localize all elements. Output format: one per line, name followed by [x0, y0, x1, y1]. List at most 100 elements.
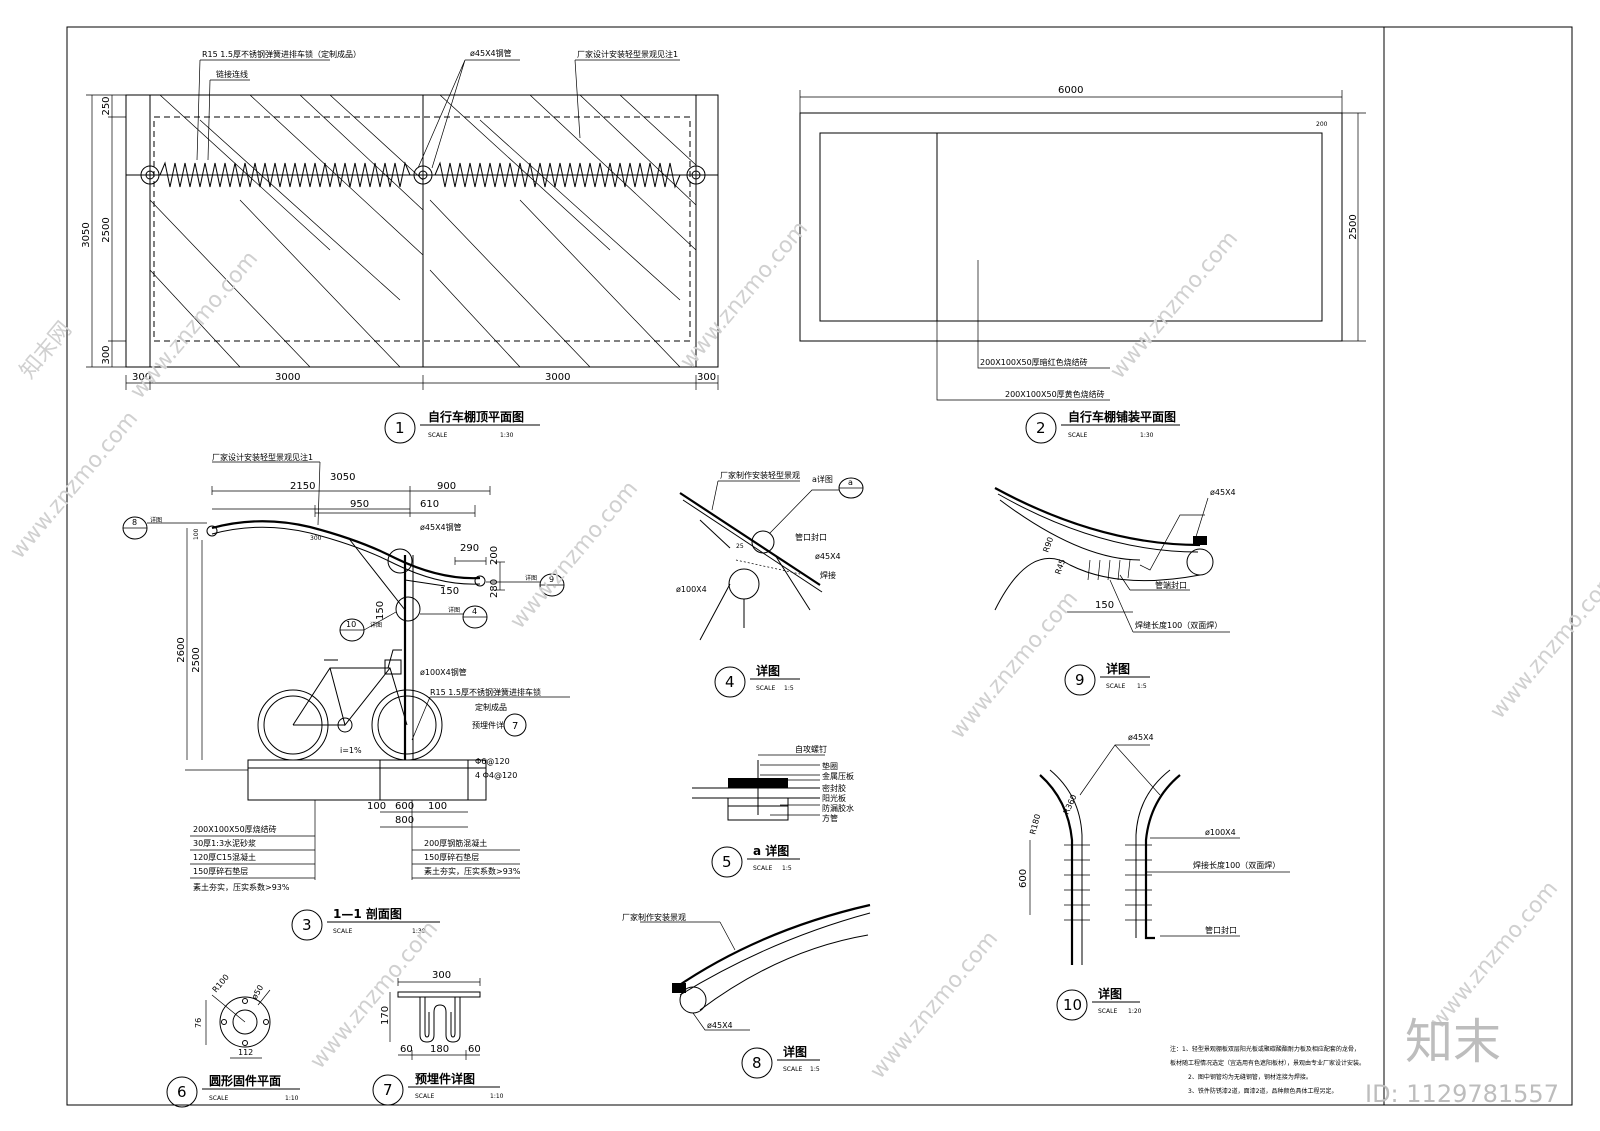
- note-line-1: 板材随工程情况选定（宜选用有色遮阳板材），景观由专业厂家设计安装。: [1170, 1059, 1365, 1067]
- v9-number: 9: [1075, 671, 1085, 689]
- v3-dim-total: 3050: [330, 472, 355, 483]
- v10-scale-label: SCALE: [1098, 1008, 1117, 1015]
- v3-callout-10: 10: [346, 620, 356, 629]
- v2-scale: 1:30: [1140, 432, 1154, 439]
- v3-dim-150a: 150: [440, 586, 459, 597]
- view-2-paving-plan: 200X100X50厚暗红色烧结砖 200X100X50厚黄色烧结砖 6000 …: [799, 85, 1366, 444]
- v2-dim-6000: 6000: [1058, 85, 1083, 96]
- v3-lock-label2: 定制成品: [475, 702, 507, 712]
- v8-title: 详图: [783, 1044, 807, 1059]
- v2-number: 2: [1036, 419, 1046, 437]
- v3-dim-900: 900: [437, 481, 456, 492]
- v7-title: 预埋件详图: [415, 1071, 475, 1086]
- v9-title: 详图: [1106, 661, 1130, 676]
- v3-layer-left-4: 素土夯实，压实系数>93%: [193, 882, 290, 892]
- v3-pipe100-label: ø100X4钢管: [420, 667, 467, 677]
- v7-scale-label: SCALE: [415, 1093, 434, 1100]
- v3-dim-300: 300: [310, 535, 322, 542]
- v3-dim-290: 290: [460, 543, 479, 554]
- view-9-detail: ø45X4 R90 R45 管端封口 150 焊缝长度100（双面焊） 9 详图…: [994, 487, 1236, 696]
- v9-seal-label: 管端封口: [1155, 580, 1187, 590]
- v3-dim-280: 280: [489, 579, 500, 598]
- v3-vendor-label: 厂家设计安装轻型景观见注1: [212, 452, 313, 462]
- v3-base-600: 600: [395, 801, 414, 812]
- v1-lock-label: R15 1.5厚不锈钢弹簧进排车锁（定制成品）: [202, 49, 361, 59]
- v6-number: 6: [177, 1083, 187, 1101]
- v8-scale-label: SCALE: [783, 1066, 802, 1073]
- v3-pipe45-label: ø45X4钢管: [420, 522, 462, 532]
- v3-slope: i=1%: [340, 746, 362, 755]
- v9-r90: R90: [1041, 536, 1055, 554]
- general-notes: 注：1、轻型景观棚板双层阳光板或聚碳酸酯耐力板及相应配套的龙骨， 板材随工程情况…: [1170, 1045, 1365, 1095]
- v3-callout-10-detail: 详图: [370, 621, 382, 629]
- v7-scale: 1:10: [490, 1093, 504, 1100]
- watermark-site-2: www.znzmo.com: [125, 246, 263, 403]
- v3-lock-label1: R15 1.5厚不锈钢弹簧进排车锁: [430, 687, 541, 697]
- v1-title: 自行车棚顶平面图: [428, 409, 524, 424]
- v3-layer-right-0: 200厚钢筋混凝土: [424, 838, 487, 848]
- v1-vendor-label: 厂家设计安装轻型景观见注1: [577, 49, 678, 59]
- v1-dim-3050: 3050: [81, 222, 92, 247]
- v4-p45-label: ø45X4: [815, 552, 841, 561]
- v3-dim-2150: 2150: [290, 481, 315, 492]
- watermark-site-1: www.znzmo.com: [5, 406, 143, 563]
- v3-scale: 1:30: [412, 928, 426, 935]
- v3-callout-8-detail: 详图: [150, 516, 162, 524]
- watermark-logo: 知末: [1405, 1014, 1501, 1070]
- v3-dim-950: 950: [350, 499, 369, 510]
- v6-r100: R100: [211, 973, 231, 995]
- v10-weld-label: 焊接长度100（双面焊）: [1193, 860, 1280, 870]
- v10-seal-label: 管口封口: [1205, 925, 1237, 935]
- v3-layer-left-3: 150厚碎石垫层: [193, 866, 248, 876]
- v1-dim-b1: 300: [132, 372, 151, 383]
- v4-scale-label: SCALE: [756, 685, 775, 692]
- v10-pipe45-label: ø45X4: [1128, 733, 1154, 742]
- v3-layer-left-1: 30厚1:3水泥砂浆: [193, 838, 256, 848]
- v3-rebar2: 4 Φ4@120: [475, 771, 517, 780]
- v4-seal-label: 管口封口: [795, 532, 827, 542]
- v8-scale: 1:5: [810, 1066, 820, 1073]
- note-line-2: 2、图中钢管均为无缝钢管，钢材连接为焊接。: [1188, 1073, 1312, 1081]
- v1-dim-b2: 3000: [275, 372, 300, 383]
- v2-scale-label: SCALE: [1068, 432, 1087, 439]
- v5-scale-label: SCALE: [753, 865, 772, 872]
- v6-h76: 76: [194, 1018, 203, 1028]
- bicycle: [257, 649, 443, 761]
- v3-base-800: 800: [395, 815, 414, 826]
- v3-dim-610: 610: [420, 499, 439, 510]
- v1-scale: 1:30: [500, 432, 514, 439]
- v5-label-2: 金属压板: [822, 771, 854, 781]
- v3-base-100a: 100: [367, 801, 386, 812]
- v3-dim-100: 100: [193, 528, 200, 540]
- v4-vendor-label: 厂家制作安装轻型景观: [720, 470, 800, 480]
- v3-dim-2600: 2600: [176, 637, 187, 662]
- v5-number: 5: [722, 853, 732, 871]
- v7-dim-60a: 60: [400, 1044, 413, 1055]
- v6-title: 圆形固件平面: [209, 1073, 281, 1088]
- sheet-border: [66, 26, 1573, 1106]
- v10-pipe100-label: ø100X4: [1205, 828, 1236, 837]
- v5-scale: 1:5: [782, 865, 792, 872]
- v9-weld-label: 焊缝长度100（双面焊）: [1135, 620, 1222, 630]
- v10-number: 10: [1063, 996, 1082, 1014]
- v4-number: 4: [725, 673, 735, 691]
- v1-dim-b3: 3000: [545, 372, 570, 383]
- v10-r180: R180: [1028, 813, 1042, 835]
- v5-label-1: 垫圈: [822, 761, 838, 771]
- v3-embed-label: 预埋件详: [472, 720, 504, 730]
- v4-title: 详图: [756, 663, 780, 678]
- v4-weld-label: 焊接: [820, 570, 836, 580]
- v9-r45: R45: [1053, 558, 1067, 576]
- v6-scale: 1:10: [285, 1095, 299, 1102]
- note-line-3: 3、铁件防锈漆2道，面漆2道，品种颜色具体工程另定。: [1188, 1087, 1337, 1095]
- v9-scale: 1:5: [1137, 683, 1147, 690]
- v5-label-4: 阳光板: [822, 793, 846, 803]
- v4-p100-label: ø100X4: [676, 585, 707, 594]
- v3-base-100b: 100: [428, 801, 447, 812]
- v2-yellow-label: 200X100X50厚黄色烧结砖: [1005, 389, 1105, 399]
- v6-w112: 112: [238, 1048, 253, 1057]
- v2-dim-200: 200: [1316, 121, 1328, 128]
- v3-rebar1: Φ6@120: [475, 757, 510, 766]
- v1-pipe-label: ø45X4钢管: [470, 48, 512, 58]
